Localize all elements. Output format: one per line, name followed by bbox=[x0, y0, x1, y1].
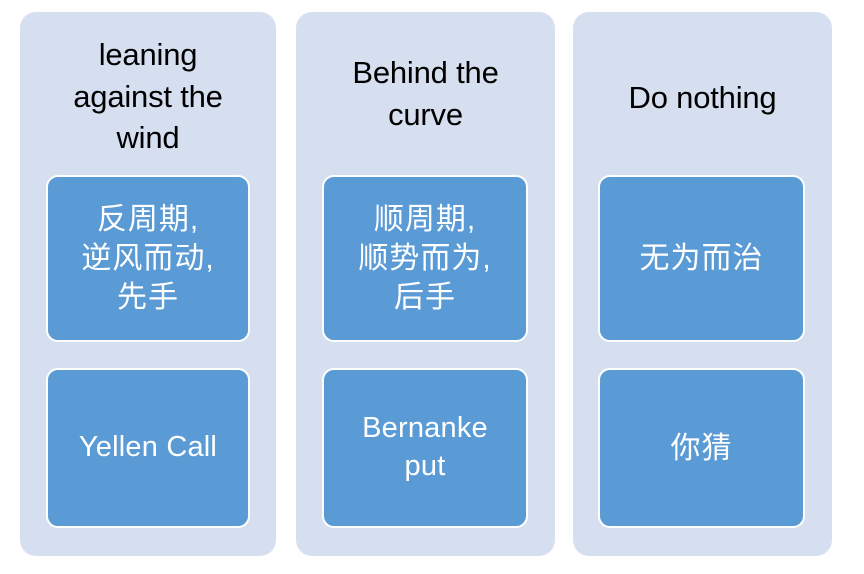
card-wu-wei-er-zhi-label: 无为而治 bbox=[639, 242, 764, 275]
card-ni-cai[interactable]: 你猜 bbox=[598, 368, 805, 528]
card-yellen-call[interactable]: Yellen Call bbox=[46, 368, 250, 528]
column-title-do-nothing: Do nothing bbox=[628, 80, 777, 115]
card-pro-cyclical[interactable]: 顺周期, 顺势而为, 后手 bbox=[322, 175, 528, 342]
column-behind-the-curve: Behind the curve 顺周期, 顺势而为, 后手 Bernanke … bbox=[296, 12, 555, 556]
card-yellen-call-label: Yellen Call bbox=[78, 431, 218, 464]
column-title-leaning-against-the-wind: leaning against the wind bbox=[73, 37, 223, 156]
card-ni-cai-label: 你猜 bbox=[670, 431, 733, 465]
card-bernanke-put[interactable]: Bernanke put bbox=[322, 368, 528, 528]
column-title-behind-the-curve: Behind the curve bbox=[352, 55, 499, 132]
card-bernanke-put-label: Bernanke put bbox=[362, 412, 488, 482]
card-wu-wei-er-zhi[interactable]: 无为而治 bbox=[598, 175, 805, 342]
column-leaning-against-the-wind: leaning against the wind 反周期, 逆风而动, 先手 Y… bbox=[20, 12, 276, 556]
column-do-nothing: Do nothing 无为而治 你猜 bbox=[573, 12, 832, 556]
card-counter-cyclical-label: 反周期, 逆风而动, 先手 bbox=[81, 203, 215, 314]
card-counter-cyclical[interactable]: 反周期, 逆风而动, 先手 bbox=[46, 175, 250, 342]
card-pro-cyclical-label: 顺周期, 顺势而为, 后手 bbox=[358, 203, 492, 314]
